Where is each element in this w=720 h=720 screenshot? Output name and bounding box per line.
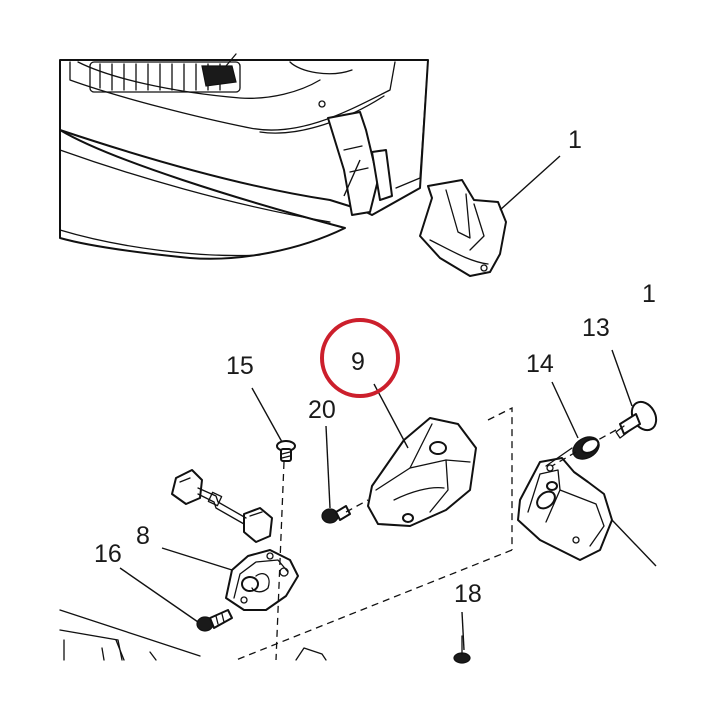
part-8-plate xyxy=(225,549,299,611)
callout-labels: 1 1 13 14 15 9 20 8 16 18 xyxy=(94,126,656,608)
callout-1-top: 1 xyxy=(568,126,582,154)
lower-housing xyxy=(59,609,327,661)
part-13-pin xyxy=(615,400,658,439)
part-9-mount-bracket xyxy=(367,417,477,527)
part-18-fastener xyxy=(453,635,471,664)
wire-harness xyxy=(171,469,273,543)
highlight-ring xyxy=(320,318,400,398)
part-15-screw xyxy=(276,440,296,462)
callout-18: 18 xyxy=(454,580,482,608)
callout-14: 14 xyxy=(526,350,554,378)
part-16-bolt xyxy=(196,609,233,632)
callout-15: 15 xyxy=(226,352,254,380)
part-1-cover-clip xyxy=(419,179,507,277)
leader-lines xyxy=(119,155,657,651)
assembly-dash-lines xyxy=(235,406,617,661)
part-20-nut xyxy=(321,505,351,524)
housing-assembly xyxy=(59,53,429,260)
callout-1-right: 1 xyxy=(642,280,656,308)
part-14-bushing xyxy=(572,436,600,460)
callout-8: 8 xyxy=(136,522,150,550)
callout-9: 9 xyxy=(351,348,365,376)
right-bracket xyxy=(517,447,613,561)
callout-16: 16 xyxy=(94,540,122,568)
callout-20: 20 xyxy=(308,396,336,424)
callout-13: 13 xyxy=(582,314,610,342)
